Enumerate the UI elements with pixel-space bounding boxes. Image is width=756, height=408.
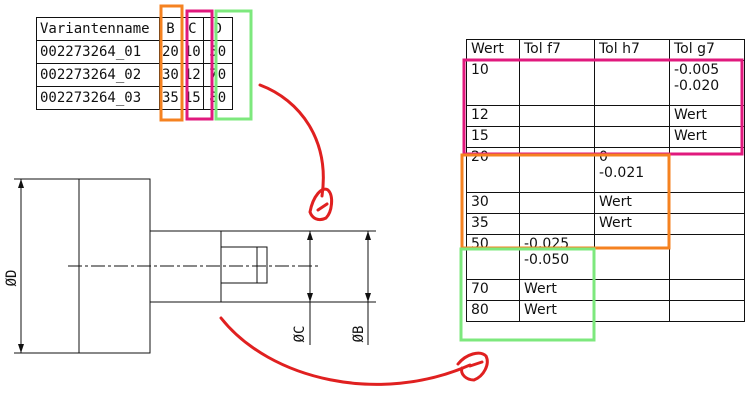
- dimension-arrowheads: [18, 179, 371, 353]
- tolerance-table-header-row: Wert Tol f7 Tol h7 Tol g7: [466, 39, 745, 61]
- shaft-keyway: [220, 246, 268, 284]
- arrowhead: [365, 293, 371, 302]
- wert-cell: 30: [466, 192, 520, 214]
- red-arrows: [219, 83, 489, 386]
- table-row: 50 -0.025 -0.050: [466, 234, 745, 280]
- highlight-column-b: [159, 4, 184, 122]
- variant-name-cell: 002273264_02: [36, 63, 160, 87]
- arrow-upper: [258, 83, 325, 198]
- table-row: 80 Wert: [466, 300, 745, 322]
- dim-d-label: ØD: [4, 270, 20, 287]
- tol-f7-cell: -0.025 -0.050: [519, 234, 595, 280]
- arrowhead: [18, 179, 24, 188]
- highlight-column-d: [214, 9, 253, 121]
- tol-f7-cell: Wert: [519, 300, 595, 322]
- arrowhead: [307, 231, 313, 240]
- table-row: 10 -0.005 -0.020: [466, 60, 745, 106]
- highlight-column-c: [185, 9, 214, 121]
- wert-cell: 80: [466, 300, 520, 322]
- tol-h7-cell: [594, 60, 670, 106]
- dim-c-label: ØC: [292, 326, 308, 343]
- variant-b-cell: 35: [159, 86, 182, 110]
- highlight-group-d: [459, 247, 596, 342]
- arrow-upper-head: [308, 187, 334, 222]
- tol-g7-cell: -0.005 -0.020: [669, 60, 745, 106]
- variant-table-row: 002273264_03 35 15 80: [36, 86, 233, 110]
- tol-g7-cell: [669, 300, 745, 322]
- arrow-lower: [219, 316, 472, 386]
- variant-header-name: Variantenname: [36, 17, 160, 41]
- tol-h7-cell: [594, 234, 670, 280]
- variant-name-cell: 002273264_03: [36, 86, 160, 110]
- shaft-drawing: [14, 178, 376, 354]
- tol-g7-cell: Wert: [669, 126, 745, 148]
- arrowhead: [307, 293, 313, 302]
- arrowhead: [18, 344, 24, 353]
- highlight-group-c: [462, 58, 744, 156]
- tolerance-header-h7: Tol h7: [594, 39, 670, 61]
- dim-b-label: ØB: [351, 326, 367, 343]
- tolerance-table: Wert Tol f7 Tol h7 Tol g7 10 -0.005 -0.0…: [466, 39, 745, 322]
- highlight-group-b: [460, 153, 671, 250]
- arrow-lower-head: [456, 351, 489, 382]
- table-row: 30 Wert: [466, 192, 745, 214]
- arrowhead: [365, 231, 371, 240]
- variant-table-row: 002273264_02 30 12 70: [36, 63, 233, 87]
